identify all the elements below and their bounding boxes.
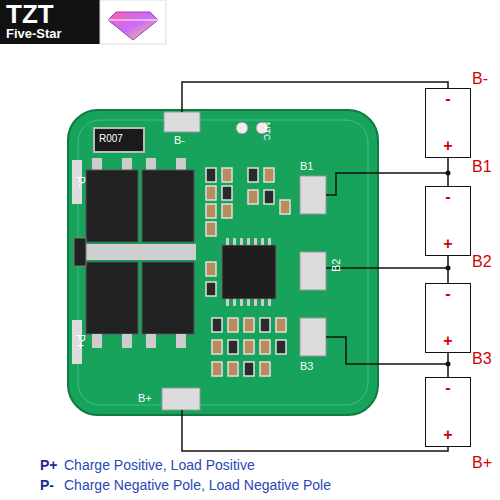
- pad-label: B-: [174, 134, 185, 147]
- b3-pad: [300, 318, 326, 356]
- cell-polarity: -: [445, 380, 450, 396]
- terminal-label: B3: [472, 350, 492, 368]
- legend-pole: P-: [40, 477, 54, 493]
- part-label: NTC: [262, 122, 272, 141]
- diode: [74, 238, 86, 266]
- legend-text: Charge Positive, Load Positive: [64, 457, 255, 473]
- cell-link: [447, 158, 449, 186]
- terminal-label: B+: [472, 454, 492, 472]
- b-plus-pad: [162, 388, 200, 410]
- pad-label: B2: [330, 259, 343, 272]
- pad-label: B3: [300, 360, 313, 373]
- cell-polarity: -: [445, 286, 450, 302]
- cell-link: [447, 353, 449, 377]
- logo-gem-box: [100, 0, 166, 44]
- protection-ic: [222, 245, 276, 299]
- logo-text: TZT: [6, 0, 54, 30]
- cell-polarity: +: [443, 236, 452, 252]
- battery-cell: -+: [425, 283, 471, 353]
- battery-cell: -+: [425, 88, 471, 158]
- logo-gem-facet: [108, 20, 158, 21]
- b-minus-pad: [164, 112, 200, 132]
- pad-label: P+: [72, 334, 86, 349]
- terminal-label: B1: [472, 158, 492, 176]
- cell-polarity: +: [443, 427, 452, 443]
- legend-pole: P+: [40, 457, 58, 473]
- pad-label: P-: [72, 176, 86, 188]
- pad-label: B+: [138, 392, 152, 405]
- mosfets: [84, 158, 196, 348]
- cell-polarity: -: [445, 189, 450, 205]
- pcb-edge-trace: [78, 120, 368, 405]
- pad-label: B1: [300, 160, 313, 173]
- logo-text: Five-Star: [6, 27, 62, 42]
- cell-polarity: -: [445, 91, 450, 107]
- cell-link: [447, 256, 449, 283]
- legend-text: Charge Negative Pole, Load Negative Pole: [64, 477, 331, 493]
- cell-polarity: +: [443, 333, 452, 349]
- shunt-resistor: [94, 128, 144, 152]
- pad-wires: [182, 82, 448, 451]
- battery-cell: -+: [425, 377, 471, 447]
- logo-box: [0, 0, 100, 44]
- ntc-hole: [236, 122, 248, 134]
- smd-parts: [206, 168, 290, 376]
- ic-pins: [226, 238, 271, 306]
- terminal-label: B-: [472, 70, 488, 88]
- pcb-board: [68, 110, 378, 415]
- cell-polarity: +: [443, 138, 452, 154]
- logo-gem: [108, 12, 158, 40]
- terminal-label: B2: [472, 253, 492, 271]
- b1-pad: [300, 176, 326, 214]
- b2-pad: [300, 252, 326, 290]
- battery-cell: -+: [425, 186, 471, 256]
- part-label: R007: [99, 133, 123, 145]
